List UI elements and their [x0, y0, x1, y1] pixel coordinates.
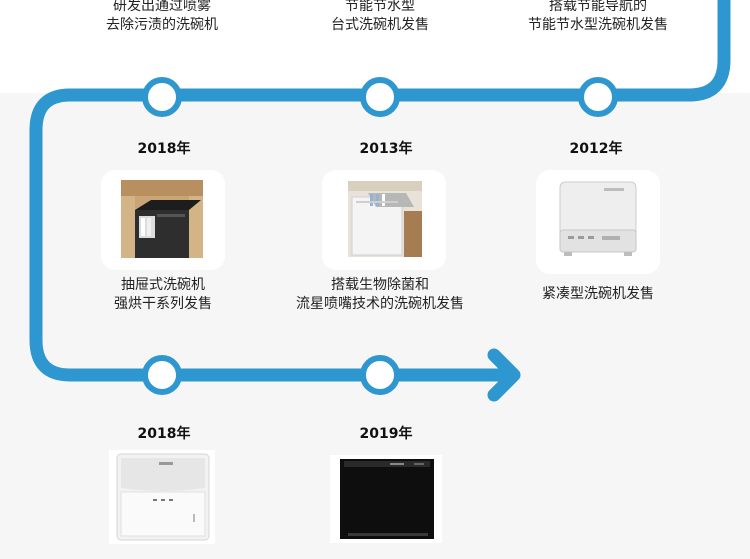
timeline-arrowhead-icon — [487, 348, 521, 402]
white-countertop-dishwasher-photo — [109, 450, 215, 544]
timeline-node — [142, 77, 182, 117]
product-card — [536, 170, 660, 274]
milestone-year: 2019年 — [359, 426, 413, 442]
milestone-caption: 节能节水型 台式洗碗机发售 — [280, 0, 480, 35]
milestone-year: 2012年 — [569, 141, 623, 157]
caption-line: 搭载生物除菌和 — [331, 277, 429, 293]
milestone-caption: 搭载生物除菌和 流星喷嘴技术的洗碗机发售 — [280, 276, 480, 314]
milestone-caption: 紧凑型洗碗机发售 — [498, 285, 698, 304]
timeline-node — [142, 355, 182, 395]
caption-line: 节能节水型 — [345, 0, 415, 14]
timeline-node — [360, 77, 400, 117]
timeline-node — [360, 355, 400, 395]
timeline-node — [578, 77, 618, 117]
caption-line: 强烘干系列发售 — [114, 296, 212, 312]
black-built-in-dishwasher-photo — [330, 455, 442, 543]
caption-line: 研发出通过喷雾 — [113, 0, 211, 14]
product-card — [322, 170, 446, 270]
milestone-year: 2018年 — [137, 141, 191, 157]
caption-line: 紧凑型洗碗机发售 — [542, 286, 654, 302]
caption-line: 流星喷嘴技术的洗碗机发售 — [296, 296, 464, 312]
built-in-dishwasher-photo — [348, 181, 422, 257]
caption-line: 抽屉式洗碗机 — [121, 277, 205, 293]
milestone-caption: 搭载节能导航的 节能节水型洗碗机发售 — [498, 0, 698, 35]
milestone-year: 2018年 — [137, 426, 191, 442]
milestone-year: 2013年 — [359, 141, 413, 157]
timeline-line — [29, 0, 731, 382]
caption-line: 台式洗碗机发售 — [331, 17, 429, 33]
caption-line: 搭载节能导航的 — [549, 0, 647, 14]
milestone-caption: 抽屉式洗碗机 强烘干系列发售 — [63, 276, 263, 314]
caption-line: 节能节水型洗碗机发售 — [528, 17, 668, 33]
product-card — [101, 170, 225, 270]
caption-line: 去除污渍的洗碗机 — [106, 17, 218, 33]
compact-dishwasher-photo — [559, 181, 637, 256]
milestone-caption: 研发出通过喷雾 去除污渍的洗碗机 — [62, 0, 262, 35]
drawer-dishwasher-photo — [121, 180, 203, 258]
